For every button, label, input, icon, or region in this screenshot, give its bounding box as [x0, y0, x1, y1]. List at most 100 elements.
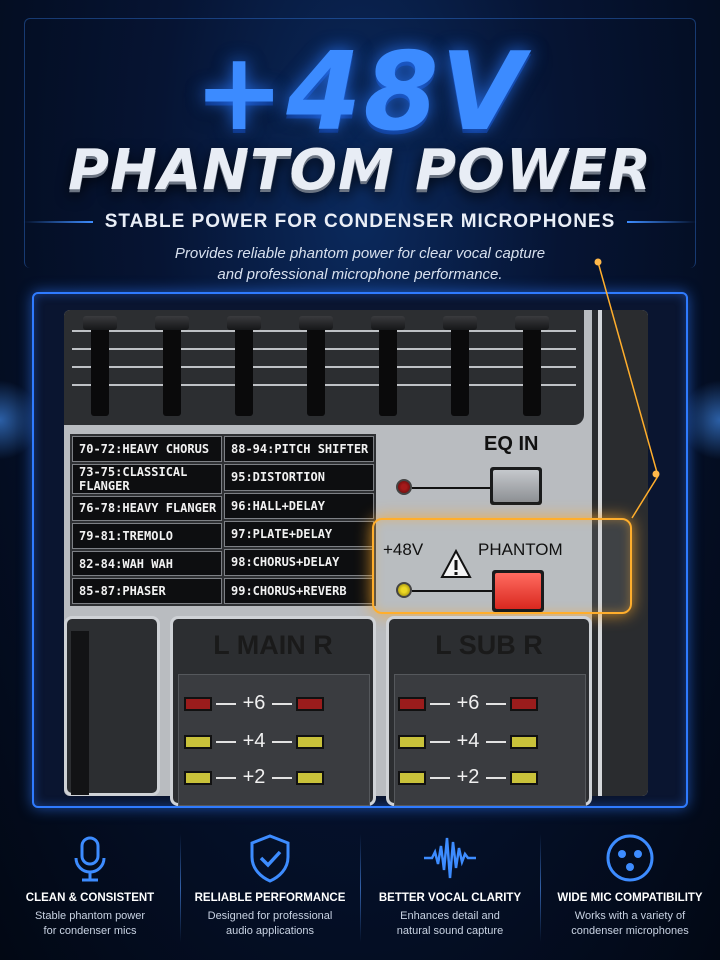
subtitle: STABLE POWER FOR CONDENSER MICROPHONES	[104, 211, 616, 232]
feature-item: BETTER VOCAL CLARITY Enhances detail and…	[360, 820, 540, 950]
fader-knob[interactable]	[227, 316, 261, 330]
feature-desc: Enhances detail and natural sound captur…	[360, 909, 540, 939]
sub-meter-row: +2	[398, 766, 538, 789]
effect-cell: 99:CHORUS+REVERB	[224, 577, 374, 604]
fader-slot[interactable]	[443, 316, 477, 416]
meter-dash	[430, 740, 450, 743]
meter-led-left	[184, 734, 212, 749]
feature-desc-line: Works with a variety of	[574, 910, 686, 922]
meter-dash	[216, 740, 236, 743]
feature-desc: Stable phantom power for condenser mics	[0, 909, 180, 939]
meter-level: +6	[456, 692, 480, 714]
frame-line-top	[24, 18, 696, 268]
feature-desc-line: for condenser mics	[43, 925, 137, 937]
feature-desc-line: audio applications	[225, 925, 315, 937]
meter-led-left	[398, 734, 426, 749]
eq-in-button[interactable]	[490, 467, 542, 505]
meter-dash	[216, 702, 236, 705]
warning-icon	[440, 548, 472, 578]
effect-cell: 97:PLATE+DELAY	[224, 520, 374, 548]
phantom-power-button-cap[interactable]	[495, 573, 541, 609]
fader-knob[interactable]	[155, 316, 189, 330]
effect-cell: 82-84:WAH WAH	[72, 550, 222, 577]
meter-dash	[430, 702, 450, 705]
description-line-1: Provides reliable phantom power for clea…	[174, 245, 546, 262]
meter-led-right	[510, 734, 538, 749]
feature-title: CLEAN & CONSISTENT	[25, 892, 155, 904]
subtitle-bar: STABLE POWER FOR CONDENSER MICROPHONES	[0, 206, 720, 238]
shield-check-icon	[250, 834, 290, 883]
feature-desc: Designed for professional audio applicat…	[180, 909, 360, 939]
meter-led-right	[510, 770, 538, 785]
left-channel-box	[64, 616, 160, 796]
fader-slot[interactable]	[155, 316, 189, 416]
headline-48v: +48V	[193, 30, 527, 155]
fader-slot[interactable]	[299, 316, 333, 416]
fader-slot[interactable]	[371, 316, 405, 416]
feature-item: WIDE MIC COMPATIBILITY Works with a vari…	[540, 820, 720, 950]
fader-slot[interactable]	[83, 316, 117, 416]
left-channel-grill	[71, 631, 89, 795]
fader-knob[interactable]	[515, 316, 549, 330]
feature-title: BETTER VOCAL CLARITY	[378, 892, 522, 904]
sub-meter-title: L SUB R	[435, 630, 543, 660]
microphone-icon	[74, 836, 106, 882]
meter-level: +4	[456, 730, 480, 752]
meter-led-left	[398, 696, 426, 711]
meter-dash	[486, 776, 506, 779]
feature-title: RELIABLE PERFORMANCE	[194, 892, 346, 904]
feature-desc-line: Designed for professional	[207, 910, 333, 922]
fader-knob[interactable]	[83, 316, 117, 330]
meter-led-right	[296, 696, 324, 711]
feature-desc-line: natural sound capture	[396, 925, 504, 937]
main-meter-row: +6	[184, 692, 324, 715]
meter-level: +2	[456, 766, 480, 788]
meter-dash	[272, 776, 292, 779]
fader-knob[interactable]	[371, 316, 405, 330]
fader-knob[interactable]	[299, 316, 333, 330]
description: Provides reliable phantom power for clea…	[0, 243, 720, 285]
effect-cell: 95:DISTORTION	[224, 464, 374, 491]
meter-led-right	[510, 696, 538, 711]
right-strip-line	[598, 310, 602, 796]
effect-cell: 73-75:CLASSICAL FLANGER	[72, 463, 222, 494]
eq-in-button-cap[interactable]	[493, 470, 539, 502]
feature-item: CLEAN & CONSISTENT Stable phantom power …	[0, 820, 180, 950]
effect-cell: 70-72:HEAVY CHORUS	[72, 436, 222, 462]
meter-led-right	[296, 734, 324, 749]
effects-column-right: 88-94:PITCH SHIFTER 95:DISTORTION 96:HAL…	[224, 436, 374, 604]
feature-item: RELIABLE PERFORMANCE Designed for profes…	[180, 820, 360, 950]
effects-column-left: 70-72:HEAVY CHORUS 73-75:CLASSICAL FLANG…	[72, 436, 222, 604]
fader-knob[interactable]	[443, 316, 477, 330]
meter-led-right	[296, 770, 324, 785]
main-meter-title: L MAIN R	[213, 630, 333, 660]
fader-slot[interactable]	[227, 316, 261, 416]
eq-in-led	[396, 479, 412, 495]
effect-cell: 98:CHORUS+DELAY	[224, 549, 374, 576]
feature-desc-line: Stable phantom power	[34, 910, 146, 922]
meter-level: +2	[242, 766, 266, 788]
phantom-power-button[interactable]	[492, 570, 544, 612]
headline-phantom-power: PHANTOM POWER	[68, 138, 652, 203]
subtitle-line-left	[22, 221, 93, 223]
eq-in-label: EQ IN	[484, 433, 539, 455]
eq-in-wire	[412, 487, 494, 489]
meter-level: +4	[242, 730, 266, 752]
meter-level: +6	[242, 692, 266, 714]
main-meter-row: +2	[184, 766, 324, 789]
meter-led-left	[184, 696, 212, 711]
meter-dash	[272, 740, 292, 743]
fader-section	[64, 310, 584, 425]
meter-dash	[486, 702, 506, 705]
effect-cell: 79-81:TREMOLO	[72, 523, 222, 549]
sub-meter-row: +4	[398, 730, 538, 753]
fader-slot[interactable]	[515, 316, 549, 416]
effect-cell: 88-94:PITCH SHIFTER	[224, 436, 374, 463]
meter-dash	[216, 776, 236, 779]
effect-cell: 85-87:PHASER	[72, 578, 222, 604]
v48-label: +48V	[383, 540, 424, 559]
xlr-connector-icon	[606, 834, 654, 882]
phantom-wire	[412, 590, 494, 592]
sub-meter-body	[394, 674, 586, 806]
feature-row: CLEAN & CONSISTENT Stable phantom power …	[0, 820, 720, 950]
